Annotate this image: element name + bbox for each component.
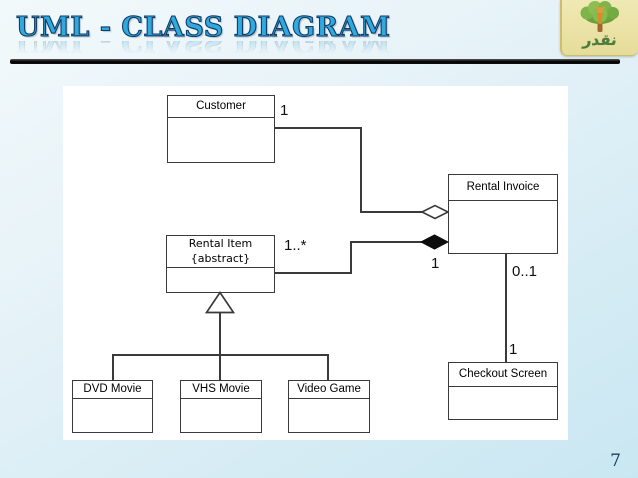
composition-diamond-icon (420, 234, 449, 250)
class-box-vhs-movie: VHS Movie (180, 380, 262, 433)
generalization-trunk-line (219, 313, 221, 380)
aggregation-diamond-icon (421, 204, 449, 220)
association-invoice-checkout-line (505, 254, 507, 362)
class-name-rental-invoice: Rental Invoice (449, 175, 557, 201)
class-name-rental-item-text: Rental Item (188, 237, 253, 251)
page-title: UML - CLASS DIAGRAM (15, 12, 391, 43)
page-number: 7 (610, 451, 621, 471)
multiplicity-rental-item: 1..* (284, 237, 307, 254)
tree-icon (580, 1, 619, 32)
class-name-dvd-movie: DVD Movie (73, 381, 152, 399)
composition-edge-segment-3 (350, 241, 422, 243)
class-box-checkout-screen: Checkout Screen (448, 362, 558, 420)
class-stereotype-abstract: {abstract} (190, 251, 251, 265)
class-name-checkout-screen: Checkout Screen (449, 363, 557, 387)
class-name-vhs-movie: VHS Movie (181, 381, 261, 399)
composition-edge-segment-1 (275, 272, 352, 274)
title-block: UML - CLASS DIAGRAM UML - CLASS DIAGRAM (15, 12, 391, 55)
aggregation-edge-segment-2 (360, 127, 362, 213)
class-box-rental-invoice: Rental Invoice (448, 174, 558, 254)
title-divider-rule (10, 59, 620, 64)
composition-edge-segment-2 (350, 241, 352, 274)
class-box-customer: Customer (167, 95, 275, 163)
aggregation-edge-segment-3 (360, 211, 423, 213)
aggregation-edge-segment-1 (275, 127, 362, 129)
generalization-triangle-icon (205, 291, 235, 314)
class-box-rental-item: Rental Item {abstract} (166, 235, 275, 293)
logo: نقدر (560, 0, 638, 56)
multiplicity-checkout: 1 (509, 341, 518, 358)
class-name-video-game: Video Game (289, 381, 369, 399)
class-box-video-game: Video Game (288, 380, 370, 433)
page-title-reflection: UML - CLASS DIAGRAM (16, 41, 390, 55)
multiplicity-invoice-checkout: 0..1 (512, 263, 538, 280)
generalization-stub-dvd (112, 354, 114, 380)
class-name-rental-item: Rental Item {abstract} (167, 236, 274, 268)
multiplicity-invoice-composition: 1 (431, 255, 440, 272)
class-name-customer: Customer (168, 96, 274, 118)
generalization-crossbar-line (112, 354, 329, 356)
uml-diagram-canvas: Customer Rental Invoice Rental Item {abs… (63, 86, 568, 440)
multiplicity-customer: 1 (280, 102, 289, 119)
logo-arabic-text: نقدر (582, 31, 618, 49)
class-box-dvd-movie: DVD Movie (72, 380, 153, 433)
generalization-stub-video-game (327, 354, 329, 380)
